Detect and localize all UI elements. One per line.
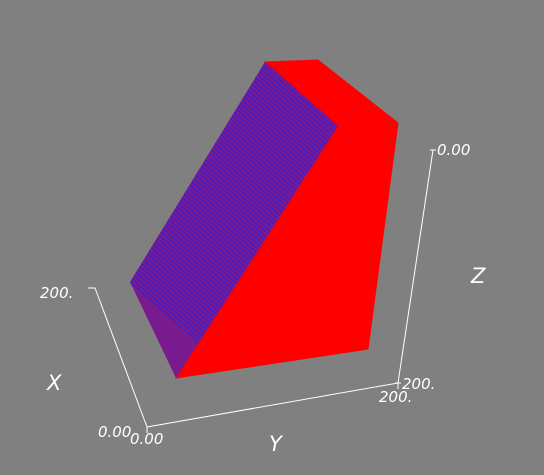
y-axis-line xyxy=(146,382,399,428)
wireframe-edge-line xyxy=(228,83,338,200)
z-axis-tick-min-label: 0.00 xyxy=(437,141,471,159)
x-axis-line xyxy=(90,287,148,428)
y-axis-tick-min-label: 0.00 xyxy=(130,430,164,448)
wireframe-edge-line xyxy=(248,62,338,168)
wireframe-edge-line xyxy=(238,67,338,184)
wireframe-edge-line xyxy=(242,62,338,178)
z-axis-tick-max-label: 200. xyxy=(402,375,436,393)
wireframe-edge-line xyxy=(246,62,338,172)
wireframe-edge-line xyxy=(250,62,338,165)
axes-group xyxy=(88,149,436,433)
x-axis-tick-min-label: 0.00 xyxy=(98,423,132,441)
wireframe-edge-line xyxy=(240,64,338,181)
wireframe-edge-line xyxy=(234,73,338,190)
wireframe-edge-line xyxy=(232,77,338,194)
z-axis-title: Z xyxy=(471,264,486,288)
x-axis-tick-max-label: 200. xyxy=(40,284,74,302)
wireframe-edge-line xyxy=(236,70,338,187)
x-axis-title: X xyxy=(47,371,62,395)
y-axis-tick-max-label: 200. xyxy=(379,388,413,406)
wireframe-edge-line xyxy=(244,62,338,175)
y-axis-title: Y xyxy=(269,432,282,456)
wireframe-edge-line xyxy=(230,80,338,197)
z-axis-line xyxy=(397,149,434,384)
